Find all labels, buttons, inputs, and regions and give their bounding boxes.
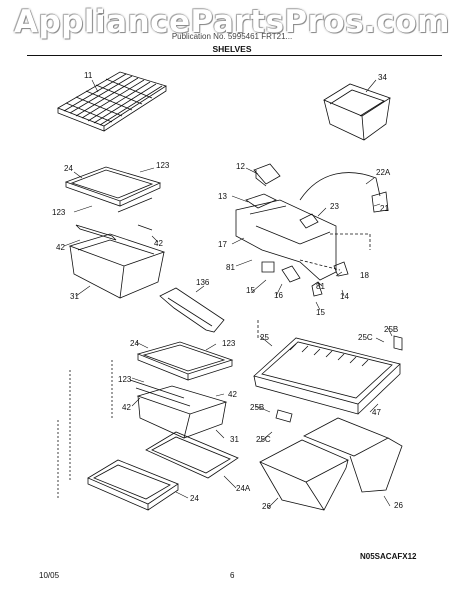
bin-34-drawing: [323, 83, 391, 141]
callout-123: 123: [222, 339, 236, 348]
callout-26: 26: [262, 502, 271, 511]
middle-glass-shelf-drawing: [129, 341, 234, 407]
footer-date: 10/05: [39, 571, 60, 580]
callout-25C: 25C: [358, 333, 373, 342]
control-housing-drawing: [235, 163, 349, 297]
diagram-code: N05SACAFX12: [360, 552, 417, 561]
wire-shelf-drawing: [57, 71, 167, 132]
crisper-pans-drawing: [259, 417, 403, 511]
callout-81: 81: [316, 282, 325, 291]
crisper-31-drawing: [68, 233, 166, 299]
callout-42: 42: [122, 403, 131, 412]
callout-31: 31: [230, 435, 239, 444]
callout-26: 26: [394, 501, 403, 510]
callout-12: 12: [236, 162, 245, 171]
watermark: AppliancePartsPros.com: [14, 4, 450, 40]
callout-123: 123: [52, 208, 66, 217]
leader-lines: [63, 79, 393, 509]
callout-22A: 22A: [376, 168, 391, 177]
upper-glass-shelf-drawing: [64, 166, 162, 213]
callout-136: 136: [196, 278, 210, 287]
cover-136-drawing: [159, 287, 225, 333]
callout-47: 47: [372, 408, 381, 417]
callout-23: 23: [330, 202, 339, 211]
publication-line: Publication No. 5995461 FRT21...: [171, 32, 293, 41]
callout-16: 16: [274, 291, 283, 300]
shelf-rail-drawing: [75, 224, 153, 241]
callout-123: 123: [118, 375, 132, 384]
callout-25B: 25B: [384, 325, 399, 334]
callout-123: 123: [156, 161, 170, 170]
lower-shelves-drawing: [87, 431, 239, 511]
callout-15: 15: [246, 286, 255, 295]
callout-13: 13: [218, 192, 227, 201]
callout-11: 11: [84, 71, 93, 80]
section-title: SHELVES: [212, 44, 252, 54]
cabinet-outline: [57, 360, 113, 500]
callout-34: 34: [378, 73, 387, 82]
callout-24: 24: [64, 164, 73, 173]
callout-42: 42: [56, 243, 65, 252]
callout-17: 17: [218, 240, 227, 249]
callout-31: 31: [70, 292, 79, 301]
callout-14: 14: [340, 292, 349, 301]
callout-24: 24: [190, 494, 199, 503]
callout-81: 81: [226, 263, 235, 272]
callout-24: 24: [130, 339, 139, 348]
wire-harness-drawing: [299, 172, 389, 213]
callout-42: 42: [228, 390, 237, 399]
callout-24A: 24A: [236, 484, 251, 493]
callout-25C: 25C: [256, 435, 271, 444]
large-glass-shelf-drawing: [253, 335, 403, 423]
callout-21: 21: [380, 204, 389, 213]
callout-25B: 25B: [250, 403, 265, 412]
callout-25: 25: [260, 333, 269, 342]
page-number: 6: [230, 571, 235, 580]
callout-42: 42: [154, 239, 163, 248]
header-rule: [27, 55, 442, 56]
dashed-guides: [257, 233, 371, 340]
callout-15: 15: [316, 308, 325, 317]
crisper-31-lower-drawing: [136, 385, 228, 439]
callout-18: 18: [360, 271, 369, 280]
